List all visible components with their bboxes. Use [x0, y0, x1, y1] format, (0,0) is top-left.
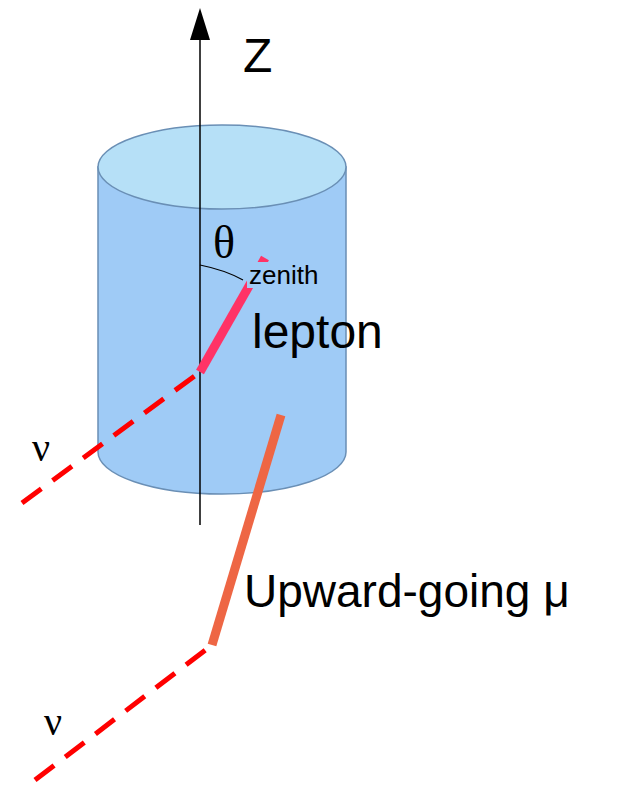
neutrino-track: [22, 372, 200, 503]
angle-symbol: θ: [213, 220, 235, 266]
zenith-angle-arc: [200, 265, 243, 280]
neutrino-symbol: ν: [32, 428, 50, 468]
z-axis-arrowhead: [190, 8, 210, 40]
z-axis: [199, 36, 201, 525]
axis-label: Z: [243, 32, 272, 80]
particle-label: Upward-going μ: [244, 568, 570, 614]
angle-subscript: zenith: [247, 262, 320, 288]
water-tank-top: [98, 125, 346, 209]
particle-label: lepton: [252, 308, 383, 356]
neutrino-symbol: ν: [44, 702, 62, 742]
neutrino-track: [35, 645, 212, 780]
